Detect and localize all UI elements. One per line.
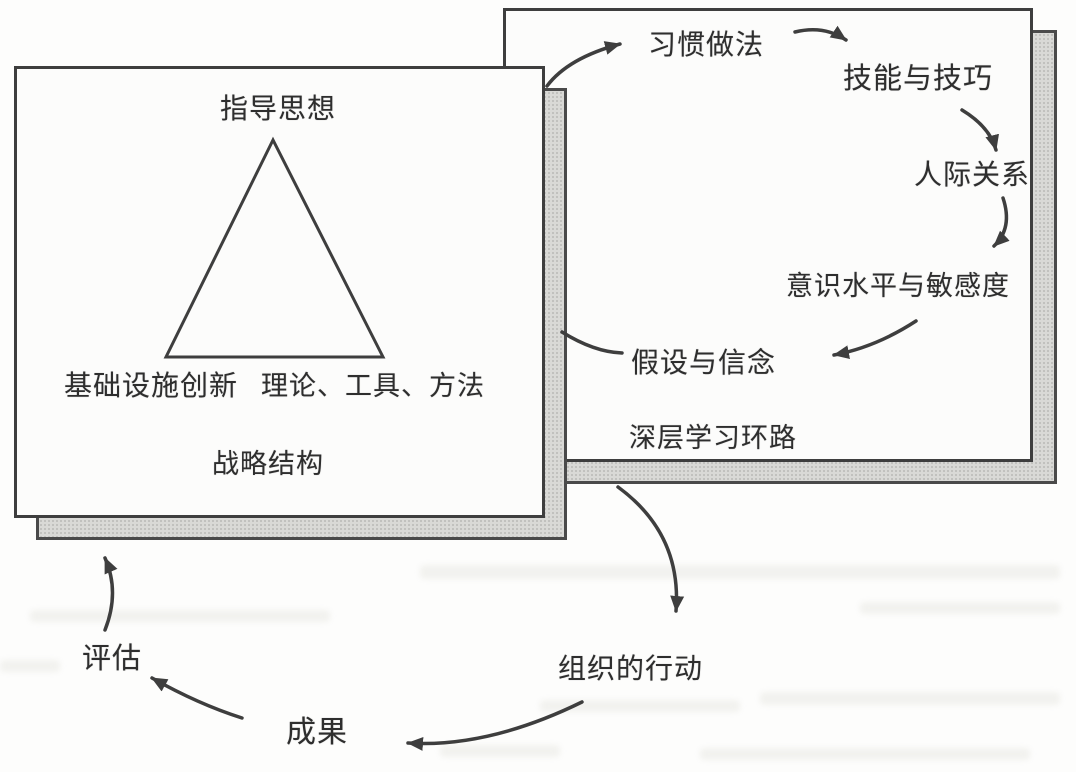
bleedthrough-mark bbox=[440, 745, 560, 757]
node-assumptions-and-beliefs: 假设与信念 bbox=[631, 346, 777, 379]
bleedthrough-mark bbox=[540, 700, 740, 712]
right-card-caption-deep-learning-loop: 深层学习环路 bbox=[629, 423, 797, 454]
node-results: 成果 bbox=[286, 715, 348, 750]
bleedthrough-mark bbox=[30, 610, 330, 622]
bleedthrough-mark bbox=[0, 660, 60, 672]
bleedthrough-mark bbox=[420, 565, 1060, 579]
node-guiding-ideas: 指导思想 bbox=[220, 92, 337, 125]
bleedthrough-mark bbox=[860, 602, 1060, 614]
node-habitual-practices: 习惯做法 bbox=[648, 28, 765, 61]
node-awareness-and-sensibility: 意识水平与敏感度 bbox=[786, 271, 1010, 302]
right-card bbox=[503, 8, 1033, 462]
node-infrastructure-innovation: 基础设施创新 bbox=[64, 369, 239, 402]
node-organizational-action: 组织的行动 bbox=[558, 652, 704, 685]
node-evaluation: 评估 bbox=[82, 641, 143, 675]
node-theory-tools-methods: 理论、工具、方法 bbox=[261, 371, 485, 402]
arrow-results-to-evaluation bbox=[150, 676, 244, 720]
arrow-card-to-organizational-action bbox=[616, 485, 685, 613]
node-interpersonal-relations: 人际关系 bbox=[914, 158, 1031, 191]
left-card-caption-strategic-structure: 战略结构 bbox=[212, 449, 324, 480]
bleedthrough-mark bbox=[700, 748, 1030, 760]
node-skills-and-capabilities: 技能与技巧 bbox=[843, 61, 994, 95]
bleedthrough-mark bbox=[760, 692, 1060, 705]
